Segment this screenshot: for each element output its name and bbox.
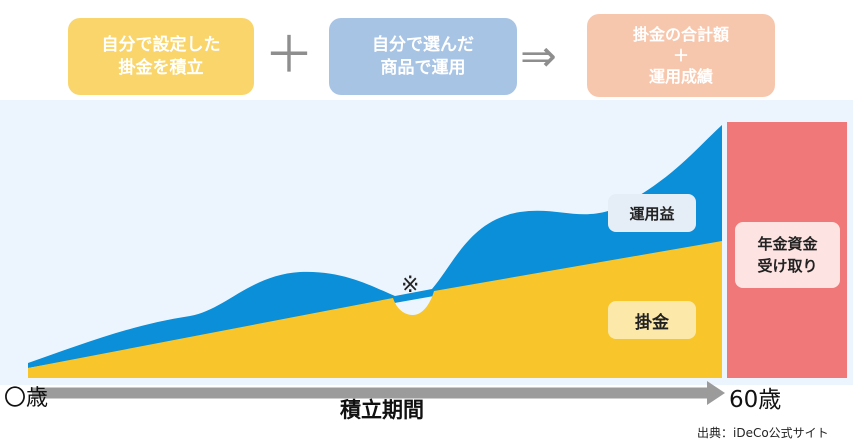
plus-operator: ＋ [264,26,314,84]
step1-line2: 掛金を積立 [118,57,204,78]
pension-line2: 受け取り [757,257,818,275]
gain-area [28,125,722,368]
start-age-label: 〇歳 [4,386,49,411]
gain-label: 運用益 [608,194,696,232]
axis-arrowhead [707,381,725,405]
source-credit: 出典：iDeCo公式サイト [697,426,829,440]
pension-label: 年金資金 受け取り [735,222,840,288]
contribution-area [28,241,722,378]
contribution-label: 掛金 [608,301,696,339]
end-age-label: 60歳 [729,387,782,413]
step1-line1: 自分で設定した [101,34,221,55]
step3-line1: 掛金の合計額 [632,25,729,44]
double-arrow-icon: ⇒ [520,31,557,82]
step3-line3: 運用成績 [648,67,713,86]
axis-label: 積立期間 [340,398,424,422]
step-invest-box: 自分で選んだ 商品で運用 [329,18,517,95]
step2-line2: 商品で運用 [380,57,466,78]
step3-line2: ＋ [672,46,689,65]
step-contribute-box: 自分で設定した 掛金を積立 [68,18,254,95]
step2-line1: 自分で選んだ [372,34,474,55]
pension-line1: 年金資金 [757,235,818,253]
step-result-box: 掛金の合計額 ＋ 運用成績 [587,14,775,97]
note-mark: ※ [401,273,420,298]
